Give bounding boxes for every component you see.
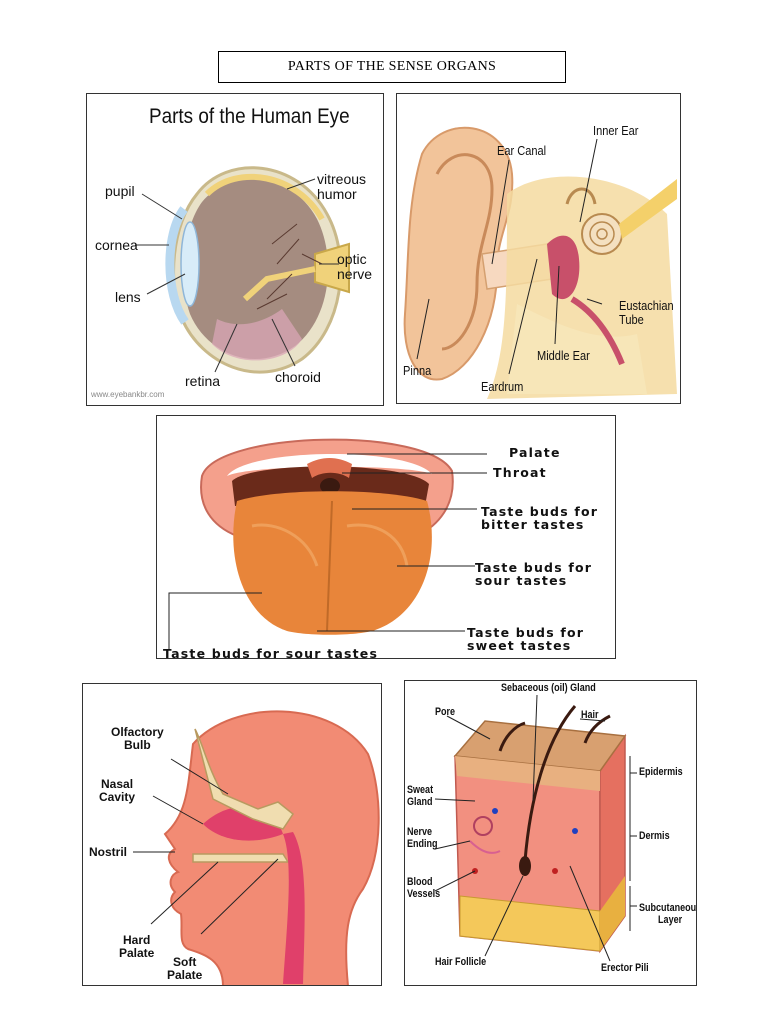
eye-illustration (135, 166, 350, 374)
skin-diagram-panel: Sebaceous (oil) Gland Pore Hair Epidermi… (404, 680, 697, 986)
label-sour-taste-buds-side: Taste buds for sour tastes (475, 560, 593, 589)
eye-watermark: www.eyebankbr.com (91, 390, 165, 399)
label-pinna: Pinna (403, 363, 432, 378)
label-pupil: pupil (105, 183, 135, 199)
label-bitter-taste-buds: Taste buds for bitter tastes (481, 504, 599, 533)
label-nostril: Nostril (89, 845, 128, 859)
label-choroid: choroid (275, 369, 321, 385)
nose-illustration (133, 710, 380, 985)
label-retina: retina (185, 373, 221, 389)
label-dermis: Dermis (639, 830, 670, 842)
label-throat: Throat (493, 465, 547, 480)
label-hard-palate: Hard Palate (119, 933, 155, 960)
label-ear-canal: Ear Canal (497, 143, 547, 158)
label-nasal-cavity: Nasal Cavity (99, 777, 136, 804)
label-pore: Pore (435, 706, 456, 718)
label-blood-vessels: Blood Vessels (407, 876, 441, 900)
eye-title: Parts of the Human Eye (149, 105, 350, 128)
label-sour-taste-buds-bottom: Taste buds for sour tastes (163, 646, 379, 659)
skin-illustration (434, 694, 637, 962)
nose-diagram-panel: Olfactory Bulb Nasal Cavity Nostril Hard… (82, 683, 382, 986)
ear-diagram-panel: Inner Ear Ear Canal Eustachian Tube Midd… (396, 93, 681, 404)
label-palate: Palate (509, 445, 561, 460)
label-subcutaneous-layer: Subcutaneous Layer (639, 902, 697, 926)
label-eustachian-tube: Eustachian Tube (619, 298, 674, 327)
label-olfactory-bulb: Olfactory Bulb (111, 725, 164, 752)
label-cornea: cornea (95, 237, 138, 253)
label-middle-ear: Middle Ear (537, 348, 590, 363)
tongue-illustration (168, 438, 487, 650)
ear-illustration (403, 126, 677, 399)
label-eardrum: Eardrum (481, 379, 524, 394)
label-lens: lens (115, 289, 141, 305)
label-epidermis: Epidermis (639, 766, 683, 778)
label-soft-palate: Soft Palate (167, 955, 203, 982)
label-inner-ear: Inner Ear (593, 123, 639, 138)
label-erector-pili: Erector Pili (601, 962, 649, 974)
label-sweat-gland: Sweat Gland (407, 784, 434, 808)
label-optic-nerve: optic nerve (337, 251, 373, 282)
label-vitreous-humor: vitreous humor (317, 171, 367, 202)
label-hair-follicle: Hair Follicle (435, 956, 487, 968)
label-sebaceous-gland: Sebaceous (oil) Gland (501, 682, 596, 694)
label-nerve-ending: Nerve Ending (407, 826, 438, 850)
label-sweet-taste-buds: Taste buds for sweet tastes (467, 625, 585, 654)
page-title: PARTS OF THE SENSE ORGANS (218, 51, 566, 83)
eye-diagram-panel: Parts of the Human Eye pupil cornea lens… (86, 93, 384, 406)
label-hair: Hair (581, 709, 599, 721)
tongue-diagram-panel: Palate Throat Taste buds for bitter tast… (156, 415, 616, 659)
